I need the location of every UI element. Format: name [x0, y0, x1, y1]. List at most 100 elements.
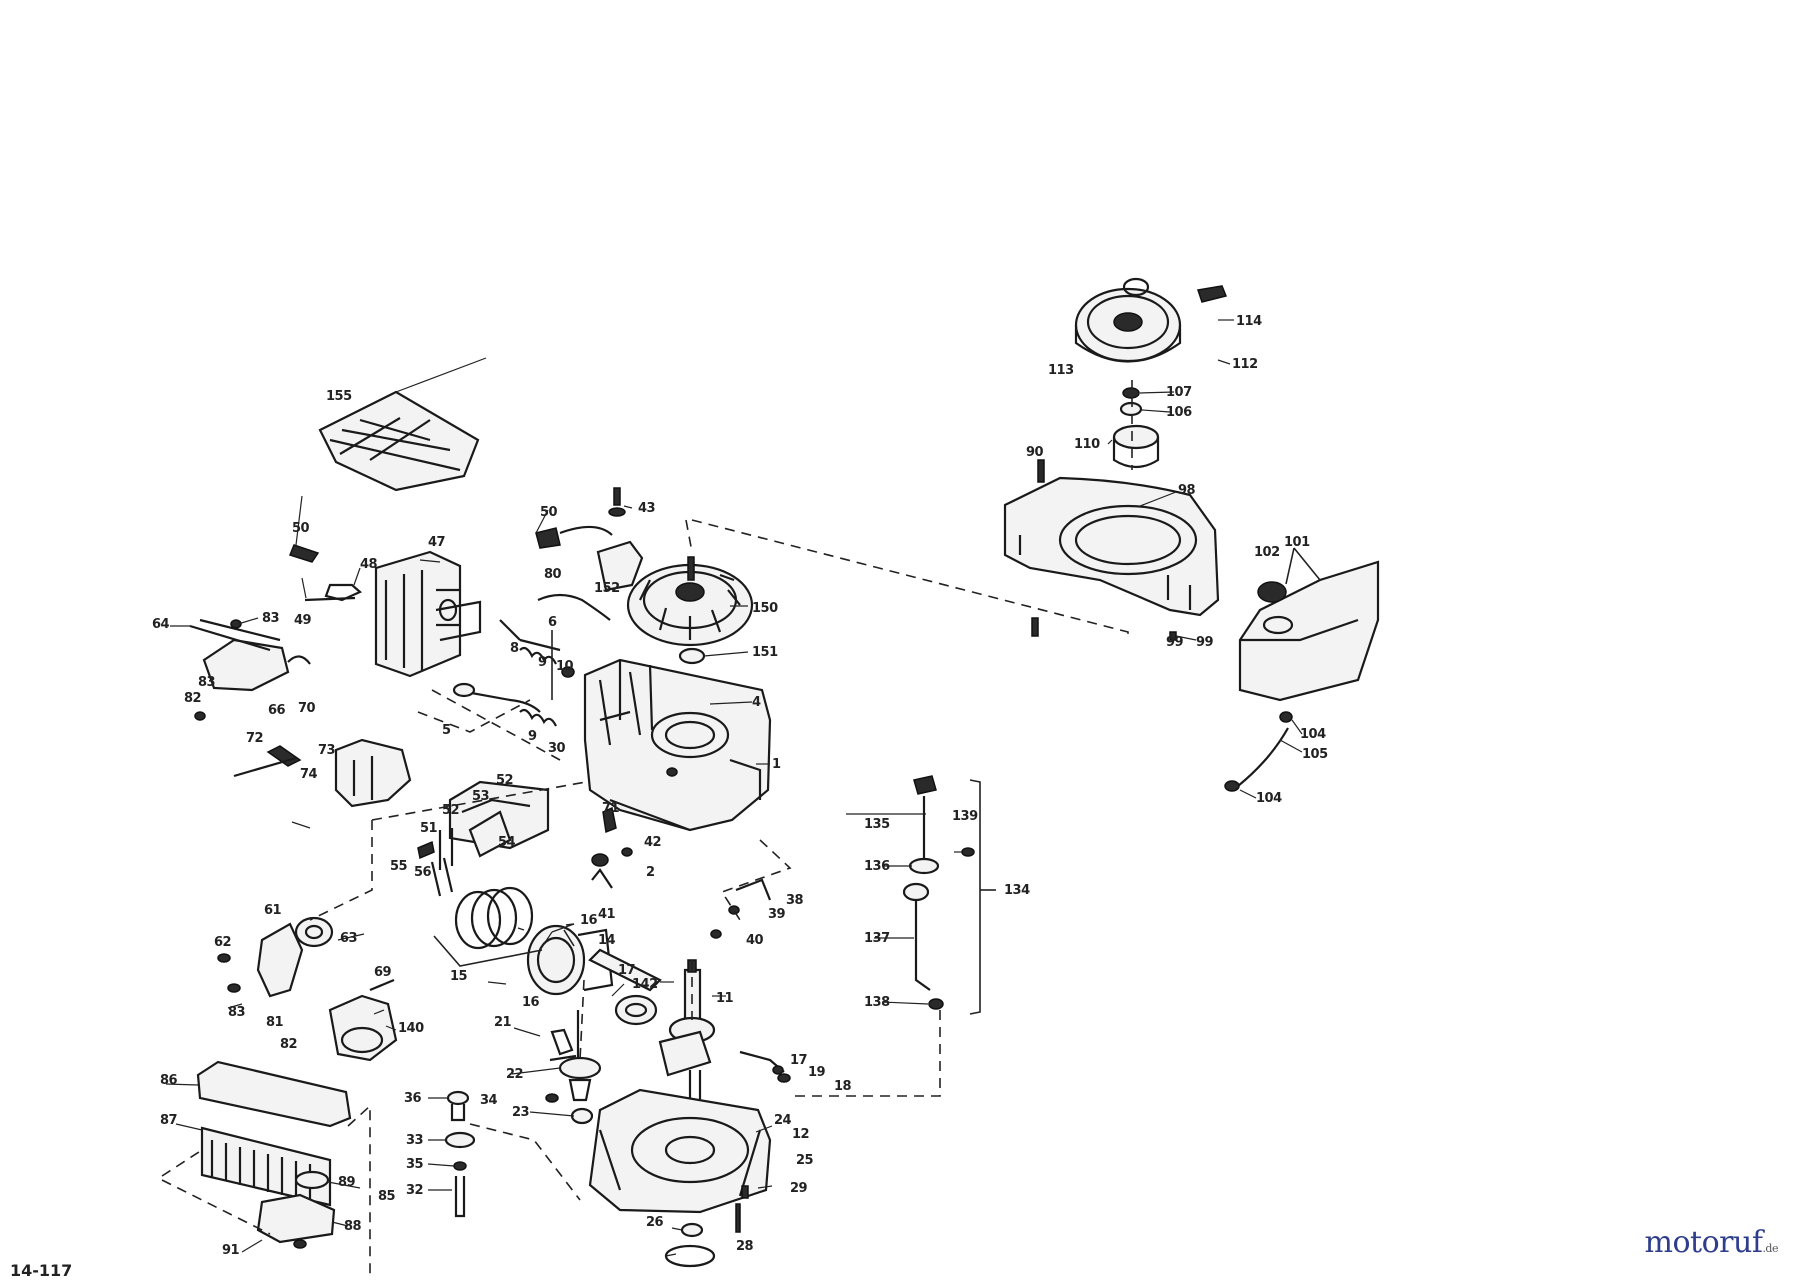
part-label: 6	[548, 615, 557, 630]
crankcase-sump	[588, 1088, 772, 1214]
part-label: 49	[294, 613, 312, 628]
part-label: 80	[544, 567, 562, 582]
part-label: 55	[390, 859, 408, 874]
part-label: 33	[406, 1133, 424, 1148]
fuel-line	[1224, 711, 1293, 792]
part-label: 101	[1284, 535, 1310, 550]
part-label: 86	[160, 1073, 178, 1088]
part-label: 89	[338, 1175, 356, 1190]
part-label: 151	[752, 645, 778, 660]
part-label: 52	[442, 803, 459, 818]
shroud-155	[318, 390, 480, 492]
part-label: 134	[1004, 883, 1030, 898]
part-label: 62	[214, 935, 231, 950]
camshaft	[558, 1010, 602, 1102]
blower-housing	[1003, 476, 1220, 617]
part-label: 40	[746, 933, 764, 948]
governor-linkage	[189, 618, 311, 721]
part-label: 16	[522, 995, 540, 1010]
tappets	[417, 828, 454, 897]
part-label: 41	[598, 907, 616, 922]
part-label: 135	[864, 817, 890, 832]
part-label: 25	[796, 1153, 814, 1168]
part-label: 4	[752, 695, 761, 710]
fuel-tank	[1238, 560, 1380, 702]
part-label: 9	[528, 729, 537, 744]
part-label: 17	[618, 963, 636, 978]
connecting-rod	[588, 948, 662, 1026]
part-label: 39	[768, 907, 786, 922]
part-label: 98	[1178, 483, 1196, 498]
part-label: 72	[246, 731, 263, 746]
carburetor	[328, 978, 398, 1062]
part-label: 50	[292, 521, 310, 536]
small-parts	[545, 459, 1177, 1233]
part-label: 38	[786, 893, 804, 908]
breather-cover	[448, 780, 550, 858]
part-label: 136	[864, 859, 890, 874]
part-label: 56	[414, 865, 432, 880]
part-label: 1	[772, 757, 781, 772]
part-label: 85	[378, 1189, 396, 1204]
part-label: 64	[152, 617, 170, 632]
part-label: 5	[442, 723, 451, 738]
part-label: 113	[1048, 363, 1074, 378]
part-label: 34	[480, 1093, 498, 1108]
part-label: 83	[198, 675, 216, 690]
part-label: 15	[450, 969, 468, 984]
part-label: 140	[398, 1021, 424, 1036]
part-label: 102	[1254, 545, 1280, 560]
part-label: 54	[498, 835, 516, 850]
part-label: 104	[1256, 791, 1282, 806]
brand-logo: motoruf.de	[1644, 1225, 1779, 1260]
part-label: 29	[790, 1181, 808, 1196]
page-number: 14-117	[10, 1261, 73, 1280]
air-filter-element	[200, 1126, 332, 1207]
part-label: 53	[472, 789, 490, 804]
part-label: 52	[496, 773, 513, 788]
part-label: 142	[632, 977, 658, 992]
part-label: 35	[406, 1157, 424, 1172]
part-label: 51	[420, 821, 438, 836]
part-number-labels: 114 112 113 107 106 110 90 98 101 102 99…	[152, 314, 1329, 1258]
part-label: 18	[834, 1079, 852, 1094]
leader-lines	[165, 319, 1303, 1257]
part-label: 14	[598, 933, 616, 948]
part-label: 19	[808, 1065, 826, 1080]
part-label: 110	[1074, 437, 1100, 452]
part-label: 150	[752, 601, 778, 616]
part-label: 32	[406, 1183, 423, 1198]
part-label: 24	[774, 1113, 792, 1128]
part-label: 137	[864, 931, 890, 946]
part-label: 50	[540, 505, 558, 520]
assembly-lines	[161, 380, 1133, 1274]
part-label: 82	[280, 1037, 297, 1052]
part-label: 11	[716, 991, 734, 1006]
flywheel-washer	[678, 647, 706, 665]
part-label: 63	[340, 931, 358, 946]
dipstick-assembly	[902, 775, 975, 1010]
part-label: 105	[1302, 747, 1328, 762]
governor-parts	[444, 1090, 476, 1218]
spark-plug	[289, 544, 363, 602]
part-label: 36	[404, 1091, 422, 1106]
part-label: 83	[262, 611, 280, 626]
part-label: 66	[268, 703, 286, 718]
part-label: 71	[602, 801, 620, 816]
part-label: 99	[1166, 635, 1184, 650]
part-label: 83	[228, 1005, 246, 1020]
part-label: 104	[1300, 727, 1326, 742]
part-label: 17	[790, 1053, 808, 1068]
ignition-coil	[535, 487, 644, 592]
part-label: 90	[1026, 445, 1044, 460]
part-label: 43	[638, 501, 656, 516]
part-label: 88	[344, 1219, 362, 1234]
muffler	[233, 738, 412, 808]
part-label: 107	[1166, 385, 1192, 400]
part-label: 114	[1236, 314, 1262, 329]
recoil-starter	[1074, 277, 1228, 363]
part-label: 82	[184, 691, 201, 706]
part-label: 26	[646, 1215, 664, 1230]
part-label: 152	[594, 581, 620, 596]
carburetor-flange	[217, 916, 334, 998]
